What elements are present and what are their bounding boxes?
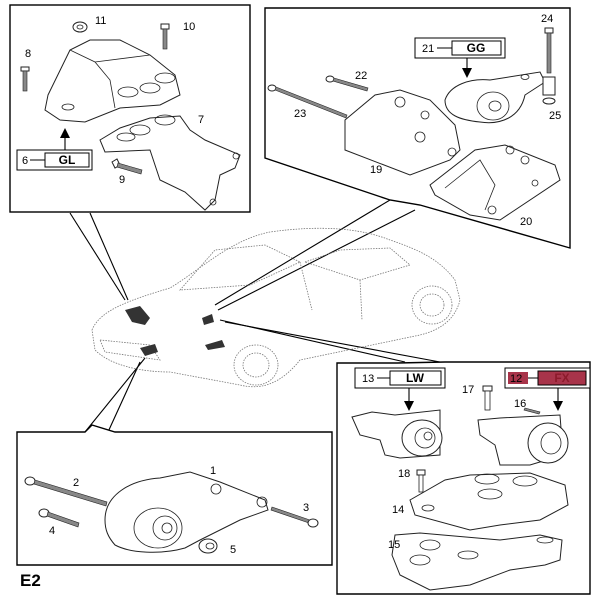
label-1: 1: [210, 465, 216, 477]
label-9: 9: [119, 174, 125, 186]
bolt-part-22: [325, 75, 369, 92]
label-4: 4: [49, 525, 55, 537]
label-24: 24: [541, 13, 553, 25]
label-23: 23: [294, 108, 306, 120]
bracket-part-15: [391, 532, 563, 591]
svg-text:GG: GG: [467, 41, 486, 55]
mount-location-rear: [202, 314, 214, 325]
label-10: 10: [183, 21, 195, 33]
svg-text:21: 21: [422, 43, 434, 55]
torque-rod-part-1: [104, 471, 269, 553]
bolt-part-24: [544, 27, 554, 74]
mount-part-12: [477, 414, 569, 466]
callout-6-gl: 6 GL: [16, 149, 93, 171]
label-3: 3: [303, 502, 309, 514]
nut-part-11: [72, 21, 88, 33]
nut-part-5: [198, 538, 218, 554]
callout-21-gg: 21 GG: [414, 37, 506, 59]
bolt-part-18: [416, 469, 426, 493]
panel-front-mount: 6 GL 7 8 9 10 11: [9, 4, 251, 213]
label-16: 16: [514, 398, 526, 410]
car-illustration: [91, 227, 461, 388]
bolt-part-10: [160, 23, 170, 50]
bracket-part-19: [344, 89, 461, 176]
bolt-part-8: [20, 66, 30, 92]
label-25: 25: [549, 110, 561, 122]
svg-text:GL: GL: [59, 153, 76, 167]
label-5: 5: [230, 544, 236, 556]
bolt-part-16: [523, 407, 541, 415]
mount-location-front: [125, 306, 150, 325]
label-11: 11: [95, 15, 106, 27]
bracket-part-7: [99, 115, 241, 211]
bolt-part-9: [111, 158, 143, 175]
label-18: 18: [398, 468, 410, 480]
label-19: 19: [370, 164, 382, 176]
label-20: 20: [520, 216, 532, 228]
label-14: 14: [392, 504, 404, 516]
mount-location-lower: [140, 344, 158, 356]
label-7: 7: [198, 114, 204, 126]
bracket-part-14: [409, 472, 569, 531]
bracket-part-20: [429, 144, 561, 221]
bolt-part-4: [38, 508, 80, 528]
svg-text:6: 6: [22, 155, 28, 167]
panel-transmission-mount: 13 LW 12 FX 14 15 16 17 18: [336, 361, 591, 595]
mount-location-transmission: [205, 340, 225, 350]
svg-text:12: 12: [510, 373, 522, 385]
mount-body-part-6: [44, 39, 181, 123]
figure-label: E2: [20, 571, 41, 590]
label-15: 15: [388, 539, 400, 551]
label-8: 8: [25, 48, 31, 60]
label-17: 17: [462, 384, 474, 396]
spacer-part-25: [542, 76, 556, 105]
bolt-part-17: [482, 385, 493, 411]
panel-torque-rod: 1 2 3 4 5: [16, 424, 333, 566]
highlight-badge: [508, 372, 528, 384]
svg-text:13: 13: [362, 373, 374, 385]
label-2: 2: [73, 477, 79, 489]
leader-lines: [69, 199, 441, 433]
svg-text:LW: LW: [406, 371, 425, 385]
mount-part-13: [351, 409, 443, 459]
callout-13-lw: 13 LW: [354, 367, 446, 389]
mount-part-21: [444, 71, 546, 124]
label-22: 22: [355, 70, 367, 82]
bolt-part-2: [24, 476, 108, 507]
bolt-part-23: [267, 84, 348, 119]
panel-rear-mount: 21 GG 19 20 22 23 24 25: [264, 7, 571, 249]
callout-12-fx: 12 FX: [504, 367, 591, 389]
bolt-part-3: [270, 506, 319, 528]
svg-text:FX: FX: [554, 371, 569, 385]
